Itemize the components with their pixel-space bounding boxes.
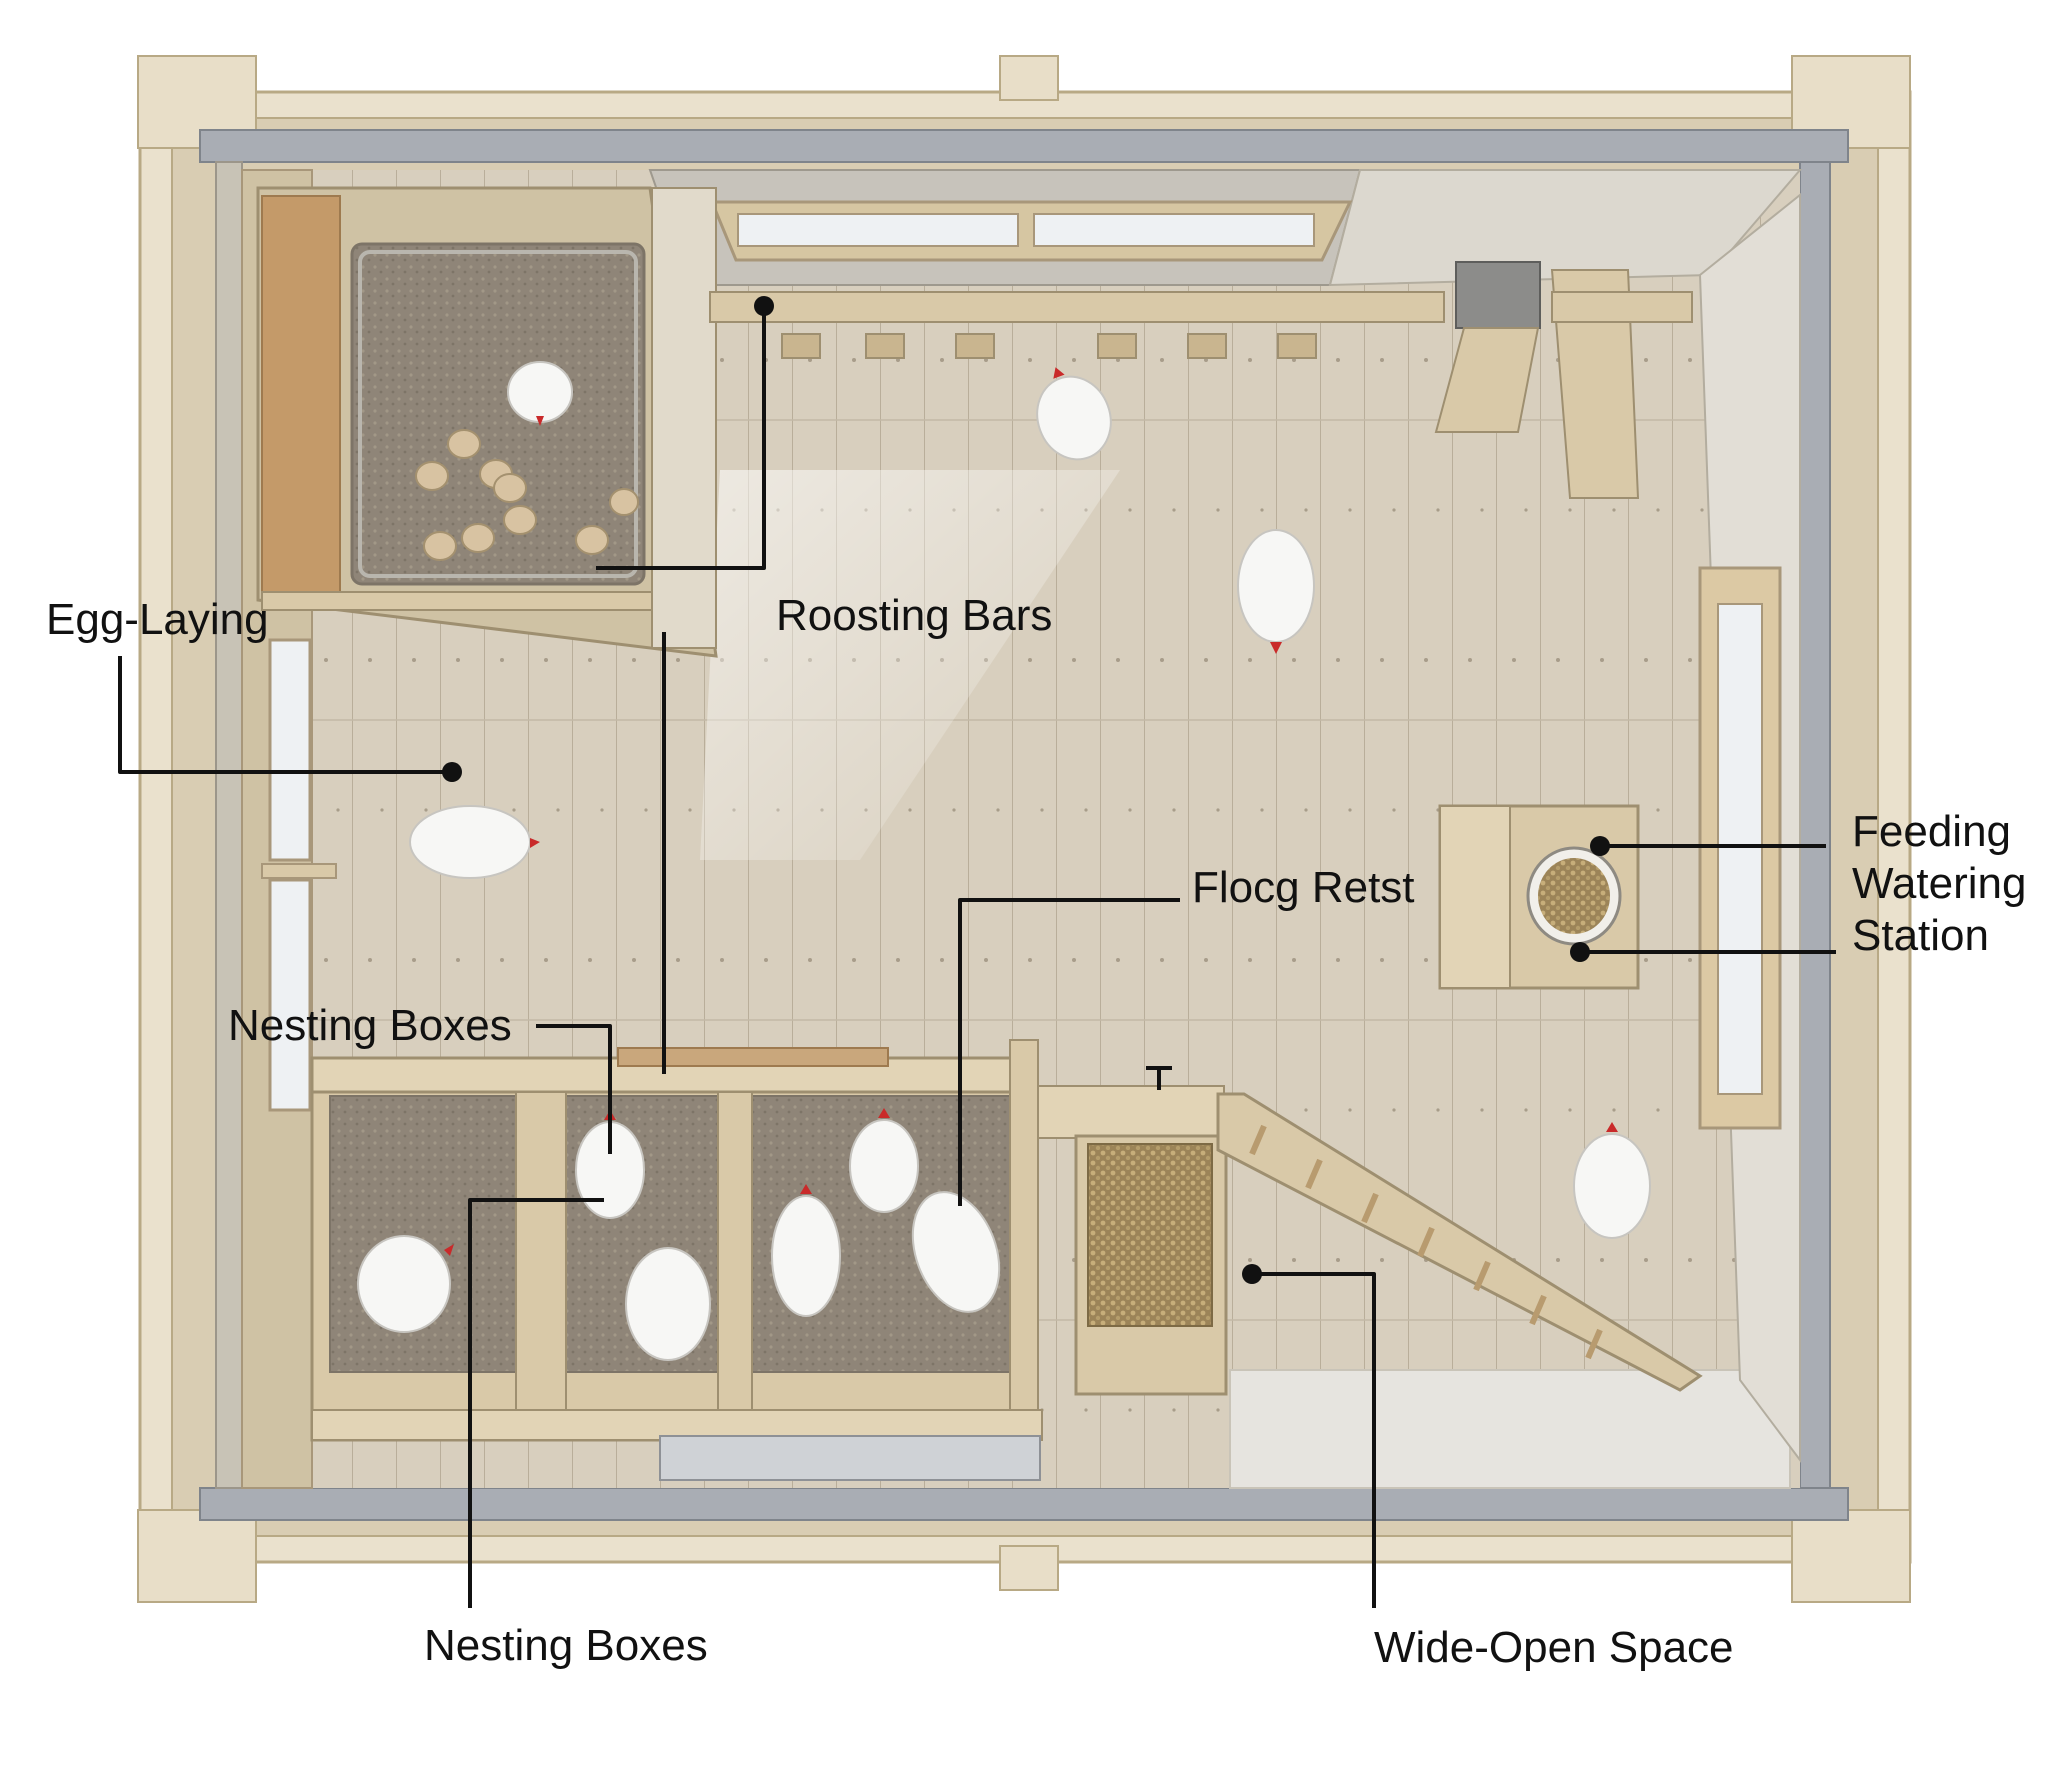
leader-egg-laying xyxy=(118,656,452,774)
label-egg-laying: Egg-Laying xyxy=(46,595,269,644)
hen-icon xyxy=(849,1108,919,1213)
ramp-icon xyxy=(1550,269,1640,499)
label-roosting-bars: Roosting Bars xyxy=(776,591,1052,640)
egg-icon xyxy=(461,523,495,553)
label-wide-open-space: Wide-Open Space xyxy=(1374,1623,1734,1672)
feeding-watering-station xyxy=(1438,804,1640,990)
top-right-ramps xyxy=(1434,261,1693,499)
egg-icon xyxy=(415,461,449,491)
leader-wide-open-space xyxy=(1252,1272,1376,1608)
egg-icon xyxy=(423,531,457,561)
egg-icon xyxy=(575,525,609,555)
leader-nesting-boxes-upper xyxy=(536,1024,612,1154)
hen-icon xyxy=(507,361,573,426)
feed-bin xyxy=(1037,1066,1228,1396)
sunlight-patch xyxy=(700,470,1120,860)
leader-roosting-bars xyxy=(596,306,766,570)
leader-flock-rest xyxy=(958,898,1180,1206)
egg-icon xyxy=(493,473,527,503)
hen-icon xyxy=(1237,529,1315,654)
label-nesting-boxes-lower: Nesting Boxes xyxy=(424,1621,708,1670)
open-floor-light xyxy=(1229,1369,1791,1489)
egg-icon xyxy=(447,429,481,459)
label-watering: Watering xyxy=(1852,859,2026,908)
leader-nesting-boxes-lower xyxy=(468,1198,604,1608)
hen-icon xyxy=(357,1235,454,1333)
nest-box-1 xyxy=(329,1095,517,1373)
label-nesting-boxes-upper: Nesting Boxes xyxy=(228,1001,512,1050)
hen-icon xyxy=(771,1184,841,1317)
hen-icon xyxy=(1036,367,1112,461)
label-flock-rest: Flocg Retst xyxy=(1192,863,1415,912)
egg-cluster xyxy=(415,429,639,561)
hen-icon xyxy=(625,1247,711,1361)
ramp-icon xyxy=(1216,1092,1703,1392)
label-station: Station xyxy=(1852,911,1989,960)
hen-icon xyxy=(409,805,540,879)
label-feeding: Feeding xyxy=(1852,807,2011,856)
hens xyxy=(357,361,1651,1361)
roosting-bars xyxy=(709,291,1445,359)
feed-bowl-icon xyxy=(1526,846,1622,946)
egg-icon xyxy=(503,505,537,535)
hen-icon xyxy=(1573,1122,1651,1239)
egg-icon xyxy=(609,488,639,516)
ramp-icon xyxy=(1434,327,1540,433)
skylight-window xyxy=(709,200,1353,262)
hen-icon xyxy=(911,1191,1001,1313)
top-wall xyxy=(648,169,1803,287)
egg-laying-enclosure xyxy=(256,186,718,658)
callout-labels: Egg-Laying Roosting Bars Flocg Retst Nes… xyxy=(46,591,2026,1672)
steel-rails xyxy=(199,129,1849,1521)
leader-lines xyxy=(118,296,1836,1608)
